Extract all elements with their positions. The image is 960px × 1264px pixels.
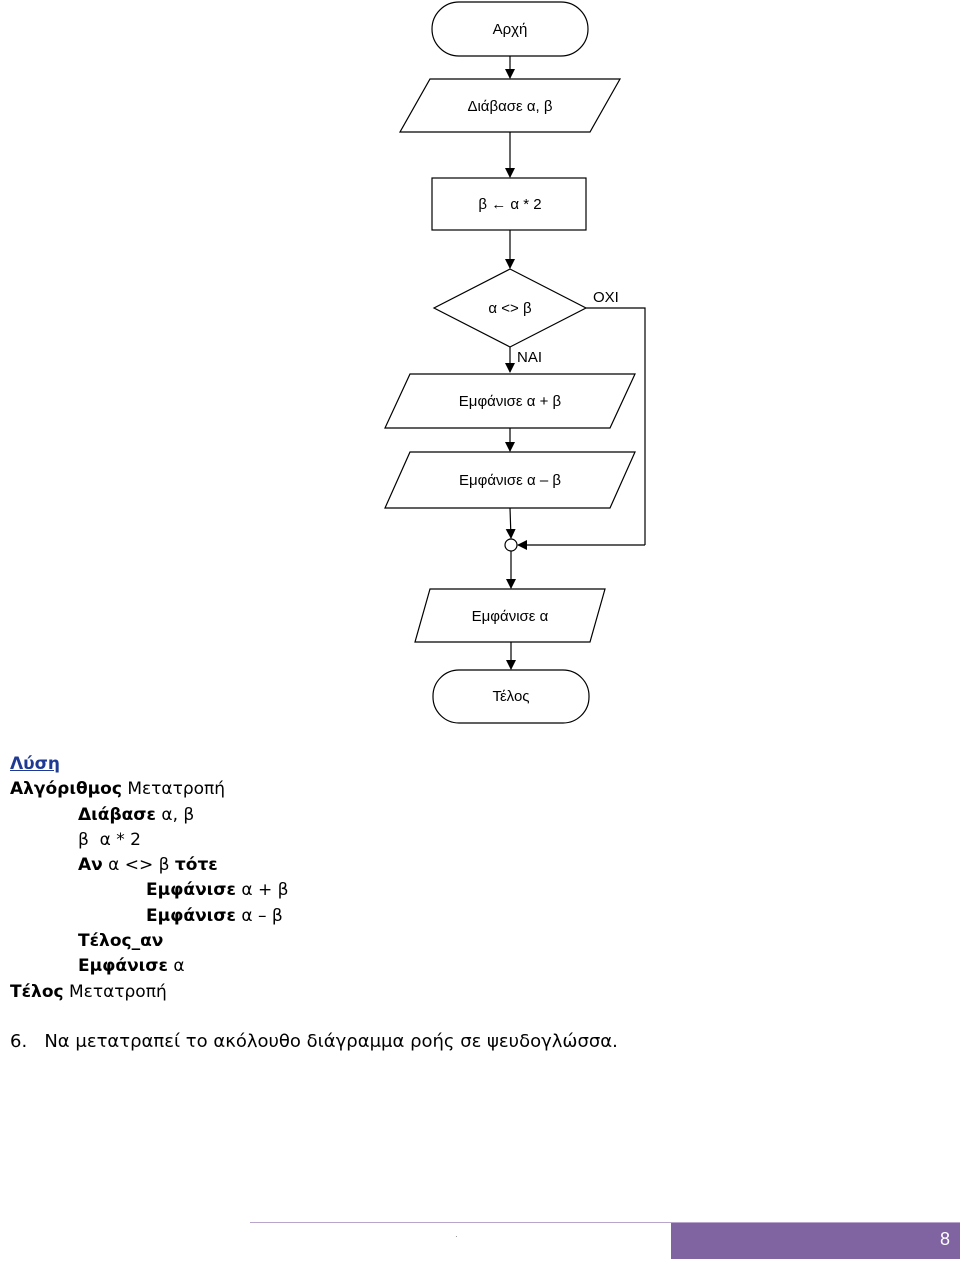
page-number-tab: 8 xyxy=(671,1223,960,1259)
end-label: Τέλος xyxy=(492,688,529,705)
no-branch-path xyxy=(586,307,646,545)
end-terminator xyxy=(432,669,590,724)
arrow-output2-connector xyxy=(505,507,516,539)
pseudo-line: Τέλος Μετατροπή xyxy=(10,981,167,1002)
solution-heading: Λύση xyxy=(10,754,60,774)
pseudo-line: Τέλος_αν xyxy=(78,931,164,952)
pseudo-line: Εμφάνισε α – β xyxy=(146,905,283,926)
assign-label: β ← α * 2 xyxy=(478,196,541,213)
flowchart: Αρχή Διάβασε α, β β ← α * 2 α <> β ΟΧΙ Ν… xyxy=(384,1,646,724)
assign-process-box xyxy=(431,177,587,231)
read-input-box xyxy=(398,78,622,133)
pseudo-line: Εμφάνισε α + β xyxy=(146,880,289,901)
pseudo-line: Διάβασε α, β xyxy=(78,804,195,825)
output1-label: Εμφάνισε α + β xyxy=(459,393,562,410)
pseudo-line: Αν α <> β τότε xyxy=(78,855,218,876)
output2-label: Εμφάνισε α – β xyxy=(459,472,561,489)
yes-label: ΝΑΙ xyxy=(517,349,542,366)
output3-label: Εμφάνισε α xyxy=(472,608,549,625)
page-number: 8 xyxy=(939,1229,950,1249)
output3-box xyxy=(414,588,606,643)
start-label: Αρχή xyxy=(493,21,528,38)
output1-box xyxy=(384,373,636,429)
pseudo-line: Εμφάνισε α xyxy=(78,956,185,977)
condition-label: α <> β xyxy=(488,300,532,317)
no-label: ΟΧΙ xyxy=(593,289,619,306)
pseudo-line: Αλγόριθμος Μετατροπή xyxy=(10,779,226,800)
solution-section: Λύση Αλγόριθμος Μετατροπή Διάβασε α, β β… xyxy=(10,752,289,1005)
footer-divider xyxy=(250,1222,960,1223)
pseudo-line: β α * 2 xyxy=(78,829,141,850)
footer-dot: · xyxy=(455,1232,458,1241)
output2-box xyxy=(384,451,636,509)
merge-connector xyxy=(504,538,518,552)
exercise-text: 6. Να μετατραπεί το ακόλουθο διάγραμμα ρ… xyxy=(10,1031,618,1052)
read-label: Διάβασε α, β xyxy=(467,98,552,115)
